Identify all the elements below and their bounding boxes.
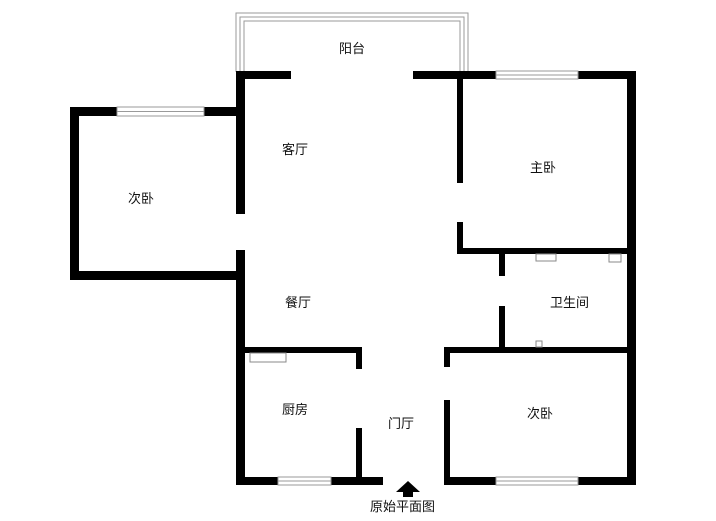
wall-kitchen-right-lower bbox=[356, 428, 362, 485]
fixtures bbox=[249, 253, 622, 363]
bathroom-fixture-right bbox=[608, 253, 622, 263]
wall-top-left bbox=[236, 71, 291, 79]
wall-left-lower bbox=[236, 250, 245, 485]
wall-bedroom-left-side bbox=[70, 107, 79, 279]
label-living-room: 客厅 bbox=[282, 142, 308, 158]
wall-bedroom-left-bottom bbox=[70, 271, 245, 280]
wall-master-left-lower bbox=[457, 222, 463, 252]
wall-bottom-bedroom-b bbox=[578, 477, 636, 485]
wall-living-left-upper bbox=[236, 71, 245, 214]
window-bedroom-right-bottom bbox=[495, 476, 579, 486]
wall-master-left-upper bbox=[457, 75, 463, 183]
wall-top-right bbox=[413, 71, 496, 79]
wall-kitchen-top bbox=[236, 347, 362, 353]
window-bedroom-left-top bbox=[116, 106, 205, 117]
wall-right bbox=[627, 71, 636, 485]
wall-bath-left-upper bbox=[499, 252, 505, 276]
wall-bedroom-left-top-b bbox=[204, 107, 245, 116]
wall-bedroom-right-top bbox=[444, 347, 632, 353]
label-balcony: 阳台 bbox=[339, 42, 365, 57]
wall-bedroom-right-left-upper bbox=[444, 347, 450, 367]
balcony-outline bbox=[235, 12, 469, 72]
label-kitchen: 厨房 bbox=[282, 402, 308, 418]
wall-kitchen-right-upper bbox=[356, 347, 362, 369]
label-dining-room: 餐厅 bbox=[285, 295, 311, 311]
bathroom-sink bbox=[535, 253, 557, 262]
wall-bath-left-lower bbox=[499, 306, 505, 350]
label-master-bedroom: 主卧 bbox=[530, 161, 556, 176]
bathroom-drain bbox=[535, 340, 543, 348]
walls bbox=[70, 71, 636, 485]
wall-bottom-kitchen-a bbox=[236, 477, 278, 485]
plan-caption: 原始平面图 bbox=[370, 500, 435, 515]
wall-master-bottom bbox=[457, 248, 632, 254]
wall-bottom-bedroom-a bbox=[444, 477, 496, 485]
window-kitchen-bottom bbox=[277, 476, 332, 486]
label-bathroom: 卫生间 bbox=[550, 296, 589, 311]
label-second-bedroom-left: 次卧 bbox=[128, 191, 154, 207]
wall-bedroom-right-left-lower bbox=[444, 400, 450, 485]
kitchen-counter bbox=[249, 352, 287, 363]
wall-top-far-right bbox=[578, 71, 636, 79]
window-master-top bbox=[495, 70, 579, 80]
wall-bottom-kitchen-b bbox=[331, 477, 383, 485]
label-second-bedroom-right: 次卧 bbox=[527, 406, 553, 422]
entrance-arrow-icon bbox=[396, 481, 420, 497]
wall-bedroom-left-top-a bbox=[70, 107, 117, 116]
label-entrance-hall: 门厅 bbox=[388, 417, 414, 432]
windows bbox=[116, 70, 579, 486]
